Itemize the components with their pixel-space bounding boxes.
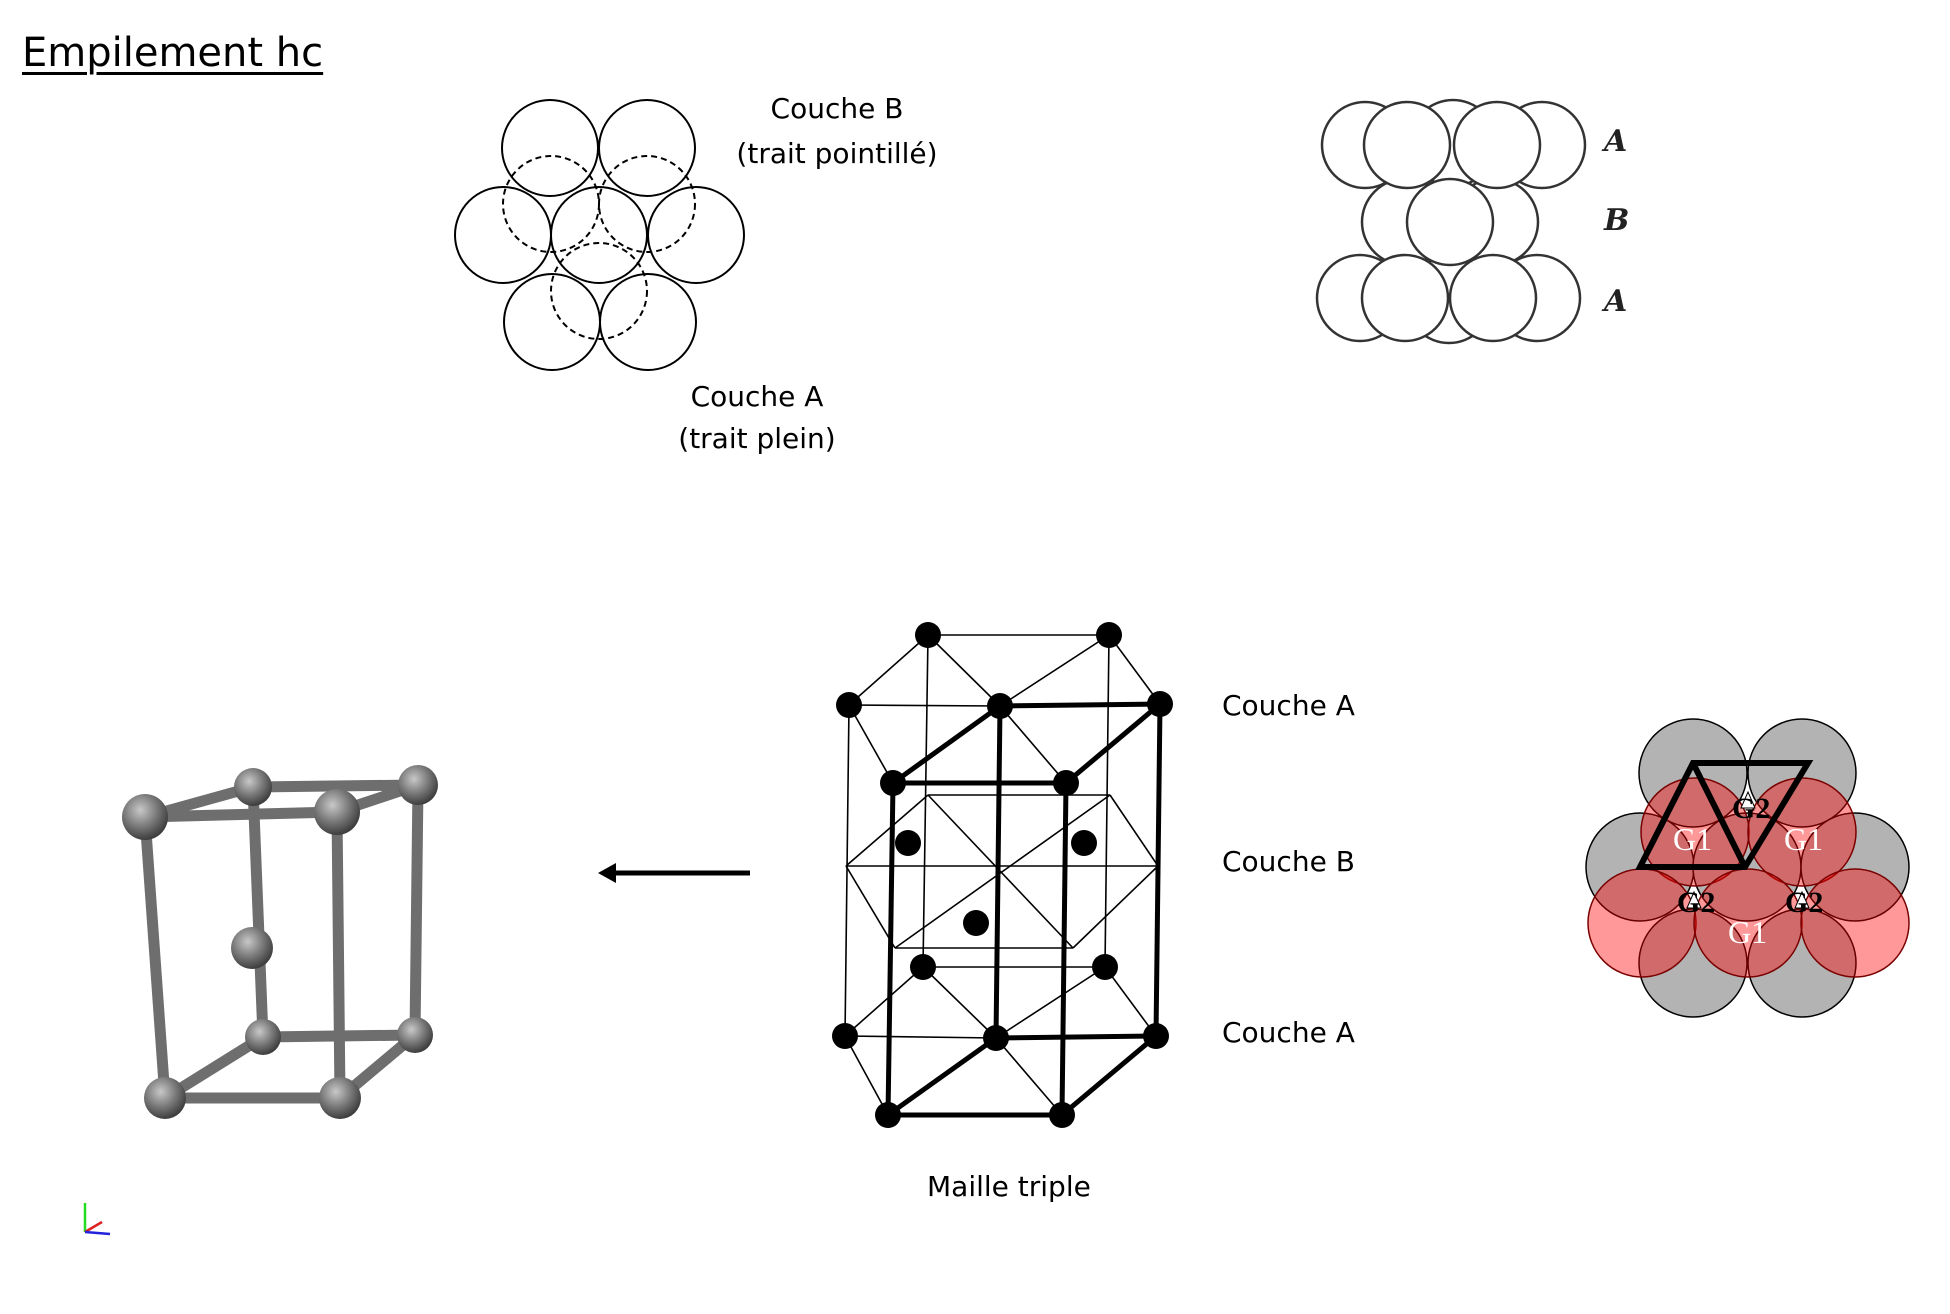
g1-label: G1 (1728, 914, 1767, 950)
prism-layer-label-a-bottom: Couche A (1222, 1016, 1355, 1049)
layer-b-note: (trait pointillé) (736, 137, 938, 170)
g2-label: G2 (1732, 792, 1770, 825)
layer-a-atom (598, 99, 696, 197)
layer-a-atom (1638, 908, 1748, 1018)
atom (122, 794, 168, 840)
atom-layer-a (1049, 1102, 1075, 1128)
atom (1362, 100, 1452, 190)
layer-b-atom (1640, 777, 1750, 887)
prism-layer-label-b: Couche B (1222, 845, 1355, 878)
atom-layer-a (836, 692, 862, 718)
atom (1405, 177, 1495, 267)
atom (1448, 253, 1538, 343)
arrow-left-icon (598, 863, 750, 883)
atom-layer-a (880, 770, 906, 796)
unit-cell-3d (139, 779, 424, 1104)
g1-label: G1 (1784, 821, 1823, 857)
atom (397, 1017, 433, 1053)
g2-label: G2 (1785, 886, 1823, 919)
atom-layer-a (1096, 622, 1122, 648)
atom-layer-b (895, 830, 921, 856)
atom (231, 927, 273, 969)
layer-a-atom (1800, 812, 1910, 922)
side-view-stacking (1315, 98, 1587, 345)
atom (398, 765, 438, 805)
hexagonal-prism (832, 622, 1173, 1128)
layer-a-atom (647, 186, 745, 284)
atom-layer-a (1147, 691, 1173, 717)
g2-site-icon (1686, 890, 1702, 909)
atom-layer-b (1071, 830, 1097, 856)
atom-layer-a (1053, 770, 1079, 796)
layer-b-atom (598, 155, 696, 253)
atom-layer-a (910, 954, 936, 980)
layer-b-label: Couche B (770, 92, 904, 125)
atom (1452, 100, 1542, 190)
layer-a-atom (1638, 718, 1748, 828)
atom-layer-a (1092, 954, 1118, 980)
prism-layer-label-a-top: Couche A (1222, 689, 1355, 722)
atom (234, 768, 272, 806)
atom-layer-a (1143, 1023, 1169, 1049)
atom-layer-a (987, 693, 1013, 719)
prism-caption: Maille triple (927, 1170, 1091, 1203)
atom-layer-a (832, 1023, 858, 1049)
atom (1360, 253, 1450, 343)
g1-label: G1 (1673, 821, 1712, 857)
atom (319, 1077, 361, 1119)
side-layer-label-b: B (1604, 203, 1630, 238)
atom-layer-a (875, 1102, 901, 1128)
packing-diagram (1585, 718, 1910, 1018)
layer-b-atom (1693, 868, 1803, 978)
atom-layer-a (983, 1025, 1009, 1051)
layer-a-atom (1747, 908, 1857, 1018)
layer-a-atom (599, 273, 697, 371)
layer-b-atom (550, 242, 648, 340)
layer-b-atom (1800, 868, 1910, 978)
layer-a-atom (501, 99, 599, 197)
side-layer-label-a-bottom: A (1604, 284, 1628, 319)
atom (144, 1077, 186, 1119)
atom-layer-b (963, 910, 989, 936)
atom (314, 789, 360, 835)
g2-label: G2 (1677, 886, 1715, 919)
unit-cell-atoms (122, 765, 438, 1119)
layer-a-note: (trait plein) (678, 422, 836, 455)
g2-site-icon (1740, 790, 1756, 809)
side-layer-label-a-top: A (1604, 124, 1628, 159)
axis-triad-icon (83, 1203, 111, 1236)
page-title: Empilement hc (22, 30, 324, 76)
top-view-packing (454, 99, 745, 371)
g2-site-icon (1794, 890, 1810, 909)
atom-layer-a (915, 622, 941, 648)
layer-a-label: Couche A (690, 380, 824, 413)
atom (245, 1019, 281, 1055)
